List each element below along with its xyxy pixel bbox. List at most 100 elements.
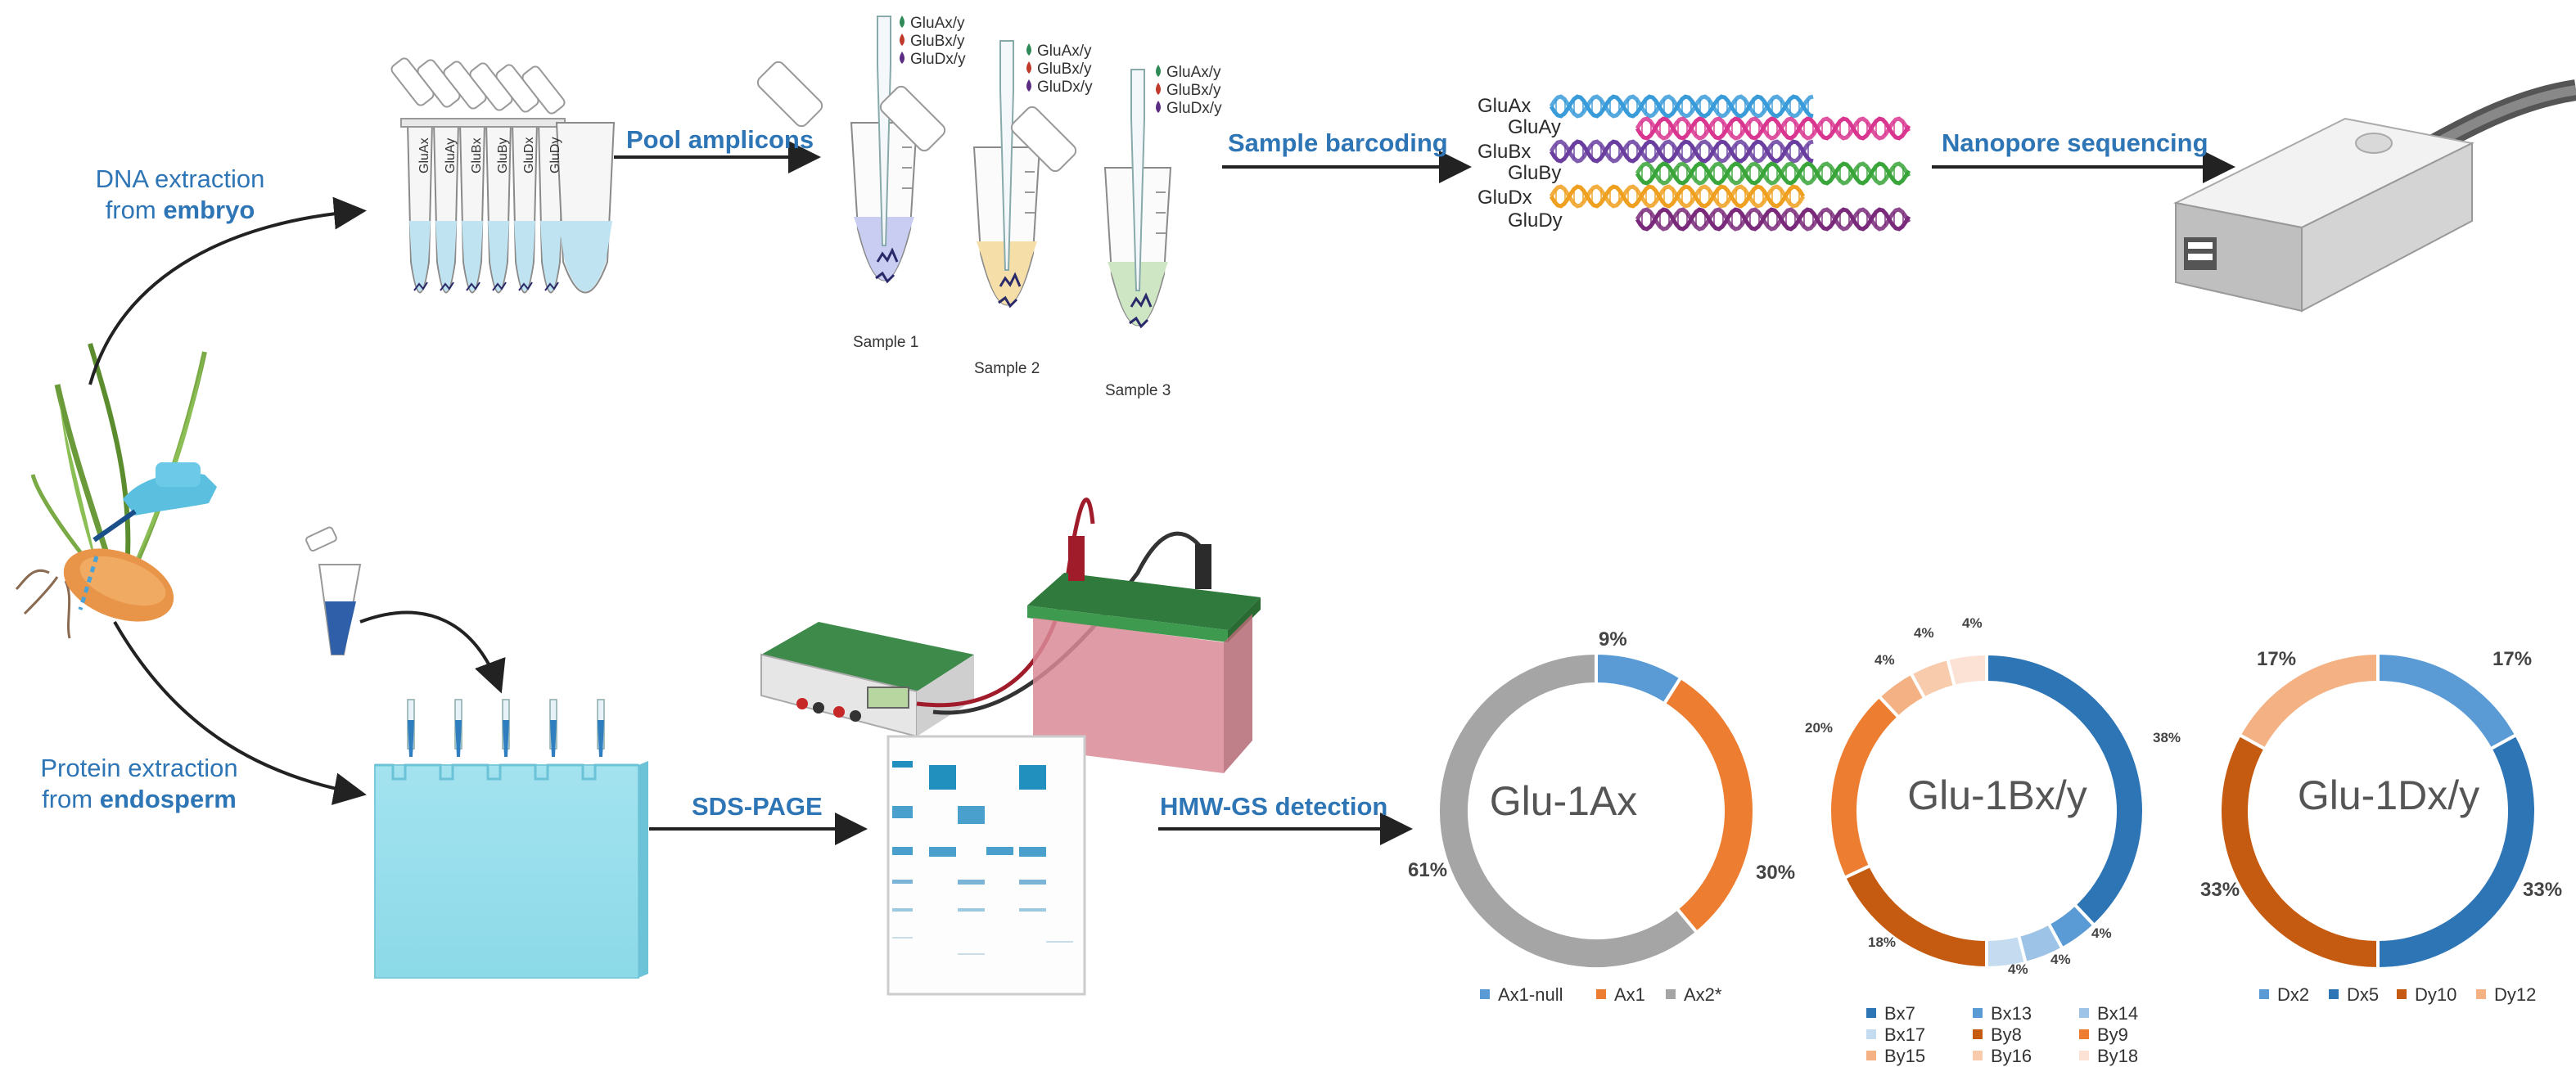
donut-slice-dy10 bbox=[2218, 732, 2380, 971]
dna-helix-strand bbox=[1635, 116, 1911, 141]
pipette-sample bbox=[455, 720, 462, 757]
donut-title-glu-1dxy: Glu-1Dx/y bbox=[2297, 772, 2480, 818]
dna-fragment-icon bbox=[875, 247, 899, 284]
pct-dx2: 17% bbox=[2493, 648, 2533, 670]
legend-label: By18 bbox=[2097, 1046, 2139, 1066]
legend-label: By15 bbox=[1884, 1046, 1926, 1066]
pct-ax2: 61% bbox=[1408, 859, 1448, 881]
dna-fragment-icon bbox=[413, 281, 428, 291]
pct-dx5: 33% bbox=[2523, 879, 2563, 901]
hmw-gs-detection-label: HMW-GS detection bbox=[1160, 792, 1388, 821]
sds-page-label: SDS-PAGE bbox=[692, 792, 823, 821]
dna-helix-strand bbox=[1549, 139, 1814, 164]
pipette-sample bbox=[408, 720, 414, 757]
legend-label: Dy12 bbox=[2494, 984, 2537, 1005]
legend-label: Bx14 bbox=[2097, 1003, 2139, 1024]
sample-barcoding-label: Sample barcoding bbox=[1228, 128, 1448, 157]
sds-gel-block bbox=[374, 761, 648, 979]
legend-label: By9 bbox=[2097, 1024, 2128, 1045]
sample1-gene: GluAx/y bbox=[910, 15, 965, 32]
legend-by16: By16 bbox=[1973, 1046, 2032, 1067]
legend-dx2: Dx2 bbox=[2259, 984, 2309, 1006]
pipette-tip bbox=[999, 40, 1014, 271]
pct-ax1: 30% bbox=[1756, 862, 1796, 884]
power-supply-icon bbox=[760, 622, 974, 738]
strip-tube-label: GluDx bbox=[522, 137, 536, 173]
droplet-icon bbox=[1026, 61, 1031, 74]
sample3-label: Sample 3 bbox=[1105, 382, 1171, 399]
droplet-icon bbox=[900, 34, 905, 46]
sample3-gene: GluBx/y bbox=[1166, 82, 1221, 99]
pct-bx14: 4% bbox=[2050, 952, 2071, 967]
legend-ax1: Ax1 bbox=[1596, 984, 1645, 1006]
pct-by9: 20% bbox=[1805, 720, 1834, 736]
pct-by18: 4% bbox=[1962, 615, 1983, 631]
strip-tube-label: GluBy bbox=[496, 137, 510, 173]
dna-helix-strand bbox=[1549, 94, 1814, 119]
pct-dy12: 17% bbox=[2257, 648, 2297, 670]
dna-helix-strand bbox=[1635, 207, 1911, 232]
strip-tube-cap bbox=[521, 65, 566, 115]
sample-liquid bbox=[854, 217, 914, 281]
legend-label: By8 bbox=[1991, 1024, 2022, 1045]
dna-extraction-source: embryo bbox=[163, 196, 255, 224]
wheat-plant-illustration bbox=[15, 343, 207, 639]
protein-extraction-from: from bbox=[42, 785, 100, 813]
dna-fragment-icon bbox=[440, 281, 454, 291]
pct-by8: 18% bbox=[1868, 934, 1897, 950]
donut-slice-ax2- bbox=[1437, 651, 1699, 970]
dna-helix-strand bbox=[1635, 161, 1911, 186]
sample3-gene: GluDx/y bbox=[1166, 100, 1222, 117]
donut-charts bbox=[1437, 651, 2538, 971]
barcode-label: GluBx bbox=[1477, 141, 1532, 163]
droplet-icon bbox=[1026, 79, 1031, 92]
sample2-label: Sample 2 bbox=[974, 360, 1040, 377]
barcode-label: GluAy bbox=[1508, 116, 1561, 138]
strip-tube-label: GluAx bbox=[417, 137, 431, 173]
donut-title-glu-1ax: Glu-1Ax bbox=[1489, 778, 1638, 824]
barcode-label: GluAx bbox=[1477, 95, 1532, 117]
pct-dy10: 33% bbox=[2200, 879, 2240, 901]
legend-label: Dx5 bbox=[2347, 984, 2380, 1005]
pipette-sample bbox=[550, 720, 557, 757]
tube-cap bbox=[1010, 106, 1077, 173]
legend-by8: By8 bbox=[1973, 1024, 2022, 1046]
strip-tube-liquid bbox=[488, 221, 509, 291]
sample-liquid bbox=[977, 241, 1037, 305]
nanopore-sequencing-label: Nanopore sequencing bbox=[1942, 128, 2208, 157]
legend-by15: By15 bbox=[1866, 1046, 1925, 1067]
legend-dy12: Dy12 bbox=[2476, 984, 2536, 1006]
sample2-gene: GluDx/y bbox=[1037, 79, 1093, 96]
legend-label: Dy10 bbox=[2415, 984, 2457, 1005]
dna-fragment-icon bbox=[492, 281, 507, 291]
sample1-label: Sample 1 bbox=[853, 334, 919, 351]
strip-tube-liquid bbox=[540, 221, 562, 291]
pct-bx7: 38% bbox=[2153, 730, 2181, 745]
dna-fragment-icon bbox=[518, 281, 533, 291]
legend-bx14: Bx14 bbox=[2079, 1003, 2138, 1024]
pipette-sample bbox=[598, 720, 604, 757]
arrow-to-protein-extraction bbox=[113, 621, 367, 805]
pct-by15: 4% bbox=[1874, 652, 1895, 668]
legend-dy10: Dy10 bbox=[2397, 984, 2456, 1006]
strip-tube-label: GluDy bbox=[548, 137, 562, 173]
barcode-label: GluBy bbox=[1508, 162, 1562, 184]
legend-label: Bx17 bbox=[1884, 1024, 1926, 1045]
sample1-gene: GluBx/y bbox=[910, 33, 965, 50]
legend-bx7: Bx7 bbox=[1866, 1003, 1915, 1024]
strip-tube-label: GluBx bbox=[470, 137, 484, 173]
dna-fragment-icon bbox=[1129, 292, 1153, 329]
sample2-gene: GluBx/y bbox=[1037, 61, 1092, 78]
pct-ax1-null: 9% bbox=[1599, 628, 1627, 651]
legend-label: Ax1-null bbox=[1498, 984, 1563, 1005]
dna-helix-strand bbox=[1635, 207, 1911, 232]
legend-label: Bx7 bbox=[1884, 1003, 1915, 1024]
strip-tube-liquid bbox=[462, 221, 483, 291]
legend-label: Ax2* bbox=[1684, 984, 1722, 1005]
pct-by16: 4% bbox=[1914, 625, 1934, 641]
dna-helix-strand bbox=[1635, 161, 1911, 186]
pipette-tip bbox=[877, 16, 891, 246]
legend-label: Ax1 bbox=[1614, 984, 1645, 1005]
donut-slice-dy12 bbox=[2237, 651, 2380, 752]
legend-label: Dx2 bbox=[2277, 984, 2310, 1005]
